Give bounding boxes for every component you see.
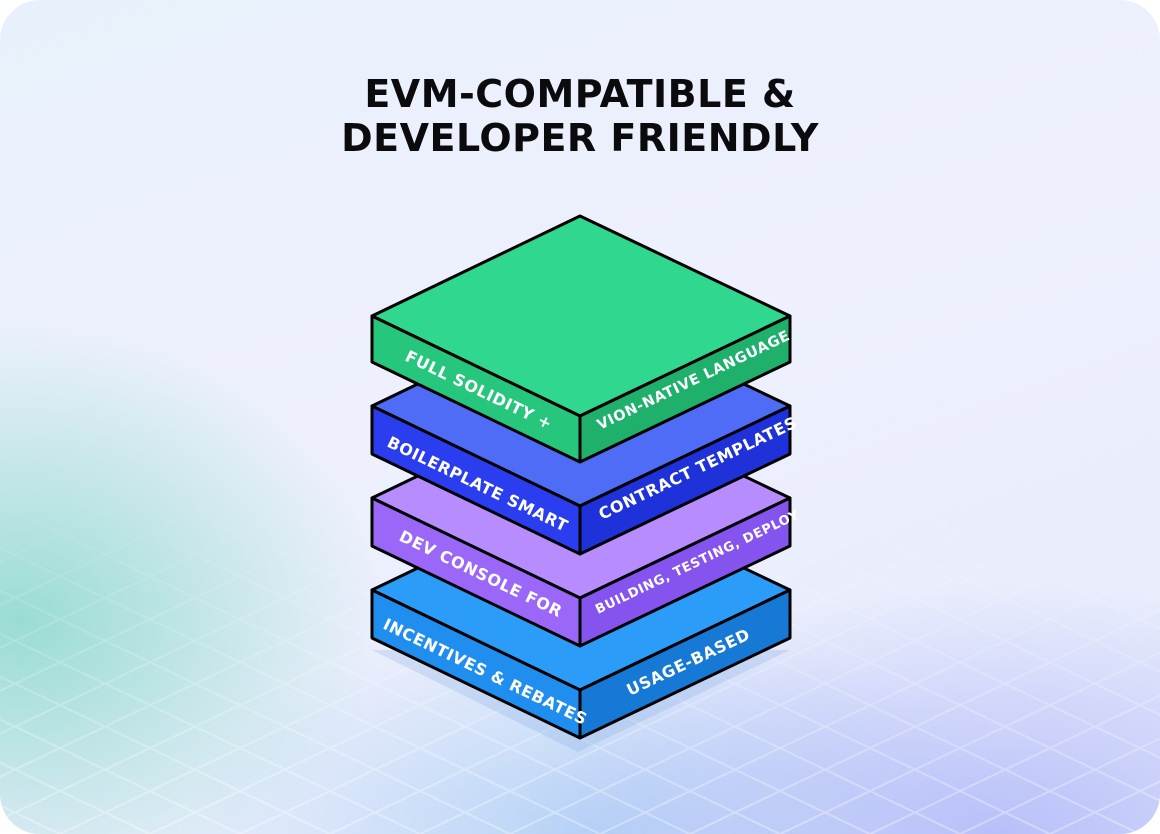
layer-4-right-face	[578, 588, 792, 740]
layer-1: FULL SOLIDITY + VION-NATIVE LANGUAGE	[370, 214, 793, 464]
diagram-title: EVM-COMPATIBLE & DEVELOPER FRIENDLY	[0, 72, 1160, 160]
title-line-1: EVM-COMPATIBLE &	[364, 72, 796, 116]
layer-1-right-face	[578, 314, 792, 464]
layer-3-right-face	[578, 496, 792, 648]
title-line-2: DEVELOPER FRIENDLY	[341, 116, 819, 160]
layer-2-right-face	[578, 404, 792, 556]
